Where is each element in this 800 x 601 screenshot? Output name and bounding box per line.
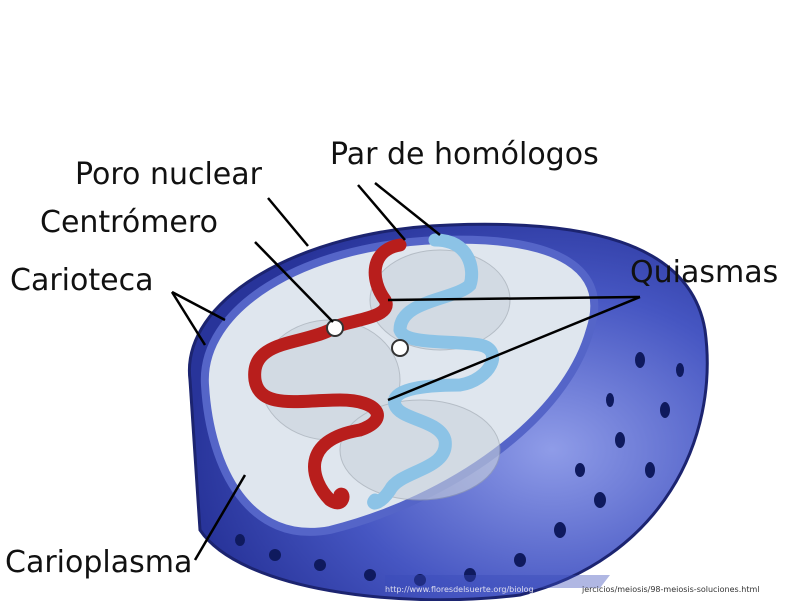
source-url-right: jercicios/meiosis/98-meiosis-soluciones.…: [582, 585, 760, 594]
centromere-blue: [391, 339, 409, 357]
label-carioplasma: Carioplasma: [5, 545, 193, 580]
nuclear-pores: [235, 352, 684, 586]
label-quiasmas: Quiasmas: [630, 255, 779, 290]
blue-homolog: [367, 233, 499, 510]
label-carioteca: Carioteca: [10, 263, 154, 298]
label-par-homologos: Par de homólogos: [330, 137, 599, 172]
label-centromero: Centrómero: [40, 205, 218, 240]
centromere-red: [326, 319, 344, 337]
source-url-left: http://www.floresdelsuerte.org/biolog: [385, 585, 534, 594]
leader-lines: [170, 182, 641, 561]
label-poro-nuclear: Poro nuclear: [75, 157, 262, 192]
red-homolog: [248, 238, 407, 510]
